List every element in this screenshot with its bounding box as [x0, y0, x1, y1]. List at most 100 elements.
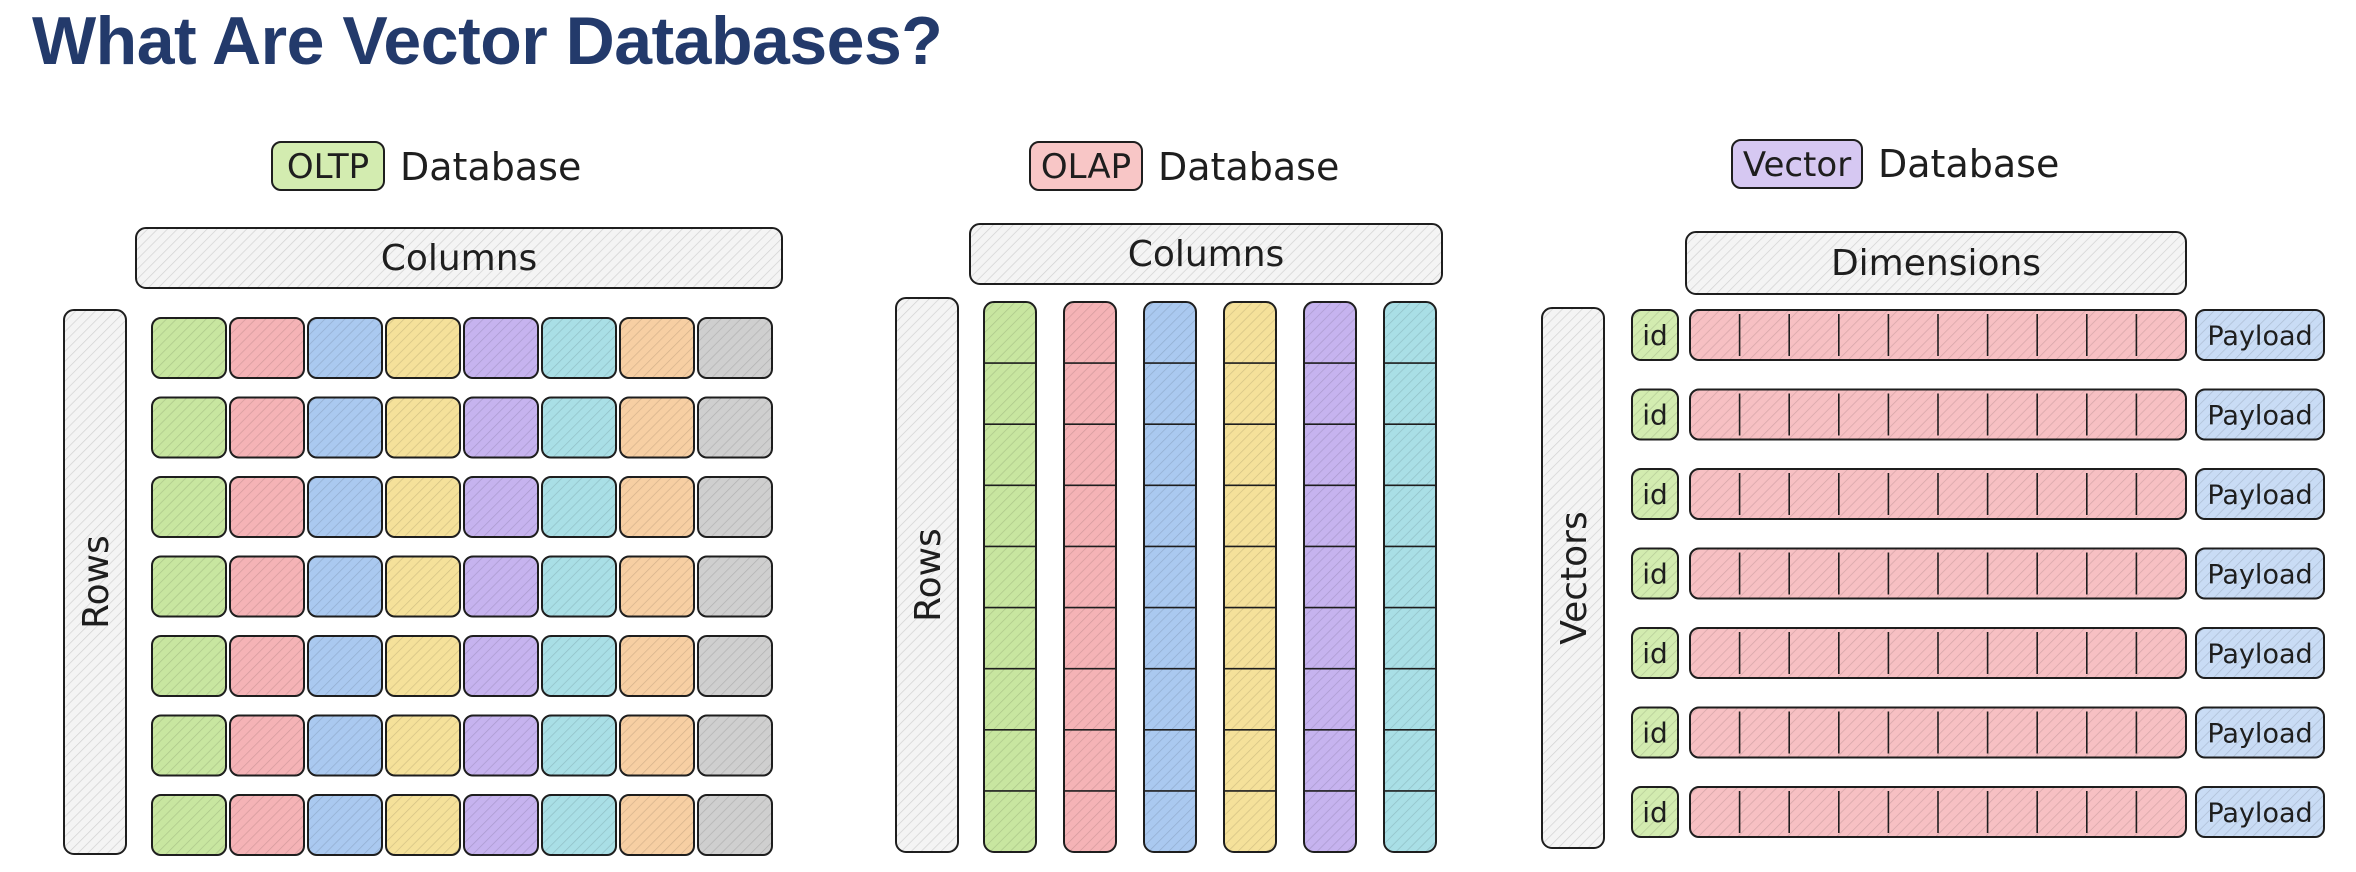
oltp-rows-bar: Rows — [63, 309, 127, 855]
oltp-cell — [307, 794, 383, 856]
embedding-vector — [1689, 547, 2187, 600]
oltp-cell — [385, 714, 461, 777]
oltp-cell — [463, 555, 539, 618]
vector-id-box: id — [1631, 309, 1679, 361]
payload-label: Payload — [2207, 401, 2312, 432]
olap-column — [983, 301, 1037, 853]
payload-label: Payload — [2207, 480, 2312, 511]
embedding-vector — [1689, 388, 2187, 441]
oltp-cell — [385, 317, 461, 379]
oltp-cell — [229, 555, 305, 618]
oltp-cell — [619, 555, 695, 618]
oltp-badge — [271, 141, 385, 191]
vector-badge-suffix: Database — [1878, 142, 2059, 186]
vector-badge — [1731, 139, 1863, 189]
oltp-record-row — [151, 714, 773, 777]
olap-columns-label: Columns — [1128, 234, 1285, 275]
oltp-cell — [697, 317, 773, 379]
page-title: What Are Vector Databases? — [32, 3, 943, 79]
oltp-cell — [229, 635, 305, 697]
payload-label: Payload — [2207, 719, 2312, 750]
oltp-columns-label: Columns — [381, 238, 538, 279]
olap-column — [1303, 301, 1357, 853]
oltp-cell — [697, 555, 773, 618]
oltp-record-grid — [151, 317, 773, 856]
oltp-cell — [463, 396, 539, 459]
oltp-record-row — [151, 794, 773, 856]
payload-box: Payload — [2195, 388, 2325, 441]
olap-rows-label: Rows — [908, 528, 949, 622]
oltp-columns-header: Columns — [135, 227, 783, 289]
oltp-cell — [697, 635, 773, 697]
oltp-cell — [229, 794, 305, 856]
oltp-cell — [229, 396, 305, 459]
oltp-cell — [151, 476, 227, 538]
oltp-cell — [463, 476, 539, 538]
oltp-cell — [697, 476, 773, 538]
oltp-badge-suffix: Database — [400, 145, 581, 189]
olap-column — [1383, 301, 1437, 853]
vector-id-label: id — [1642, 717, 1668, 750]
oltp-cell — [385, 555, 461, 618]
vector-vectors-label: Vectors — [1554, 511, 1595, 644]
vector-id-box: id — [1631, 786, 1679, 838]
olap-column — [1063, 301, 1117, 853]
oltp-rows-label: Rows — [76, 535, 117, 629]
olap-badge — [1029, 141, 1143, 191]
payload-label: Payload — [2207, 321, 2312, 352]
payload-box: Payload — [2195, 786, 2325, 838]
vector-id-label: id — [1642, 399, 1668, 432]
vector-record-row: id Payload — [1631, 309, 2325, 361]
oltp-cell — [619, 476, 695, 538]
olap-badge-label: OLAP — [1041, 147, 1131, 187]
olap-columns-header: Columns — [969, 223, 1443, 285]
oltp-cell — [619, 635, 695, 697]
oltp-cell — [463, 635, 539, 697]
oltp-cell — [385, 396, 461, 459]
oltp-cell — [619, 396, 695, 459]
embedding-vector — [1689, 786, 2187, 838]
vector-record-row: id Payload — [1631, 786, 2325, 838]
payload-box: Payload — [2195, 468, 2325, 520]
oltp-cell — [619, 714, 695, 777]
oltp-record-row — [151, 635, 773, 697]
oltp-cell — [385, 794, 461, 856]
vector-record-row: id Payload — [1631, 627, 2325, 679]
oltp-cell — [541, 794, 617, 856]
olap-heading: OLAP Database — [1029, 141, 1339, 191]
payload-box: Payload — [2195, 627, 2325, 679]
olap-badge-suffix: Database — [1158, 145, 1339, 189]
oltp-cell — [307, 396, 383, 459]
vector-heading: Vector Database — [1731, 139, 2059, 189]
payload-label: Payload — [2207, 560, 2312, 591]
oltp-cell — [697, 714, 773, 777]
olap-column — [1143, 301, 1197, 853]
vector-id-label: id — [1642, 637, 1668, 670]
oltp-record-row — [151, 396, 773, 459]
oltp-cell — [229, 714, 305, 777]
oltp-cell — [151, 555, 227, 618]
vector-id-box: id — [1631, 706, 1679, 759]
olap-panel: OLAP Database Columns Rows — [895, 141, 1443, 853]
oltp-cell — [151, 317, 227, 379]
payload-label: Payload — [2207, 639, 2312, 670]
embedding-vector — [1689, 706, 2187, 759]
payload-box: Payload — [2195, 547, 2325, 600]
oltp-cell — [307, 714, 383, 777]
oltp-cell — [697, 794, 773, 856]
oltp-cell — [307, 317, 383, 379]
vector-id-label: id — [1642, 319, 1668, 352]
oltp-record-row — [151, 555, 773, 618]
olap-column-stores — [983, 301, 1437, 853]
oltp-cell — [541, 396, 617, 459]
vector-id-box: id — [1631, 547, 1679, 600]
oltp-cell — [619, 794, 695, 856]
oltp-cell — [307, 476, 383, 538]
oltp-panel: OLTP Database Columns Rows — [63, 141, 783, 856]
oltp-cell — [541, 714, 617, 777]
oltp-cell — [463, 317, 539, 379]
oltp-cell — [307, 635, 383, 697]
vector-id-box: id — [1631, 627, 1679, 679]
